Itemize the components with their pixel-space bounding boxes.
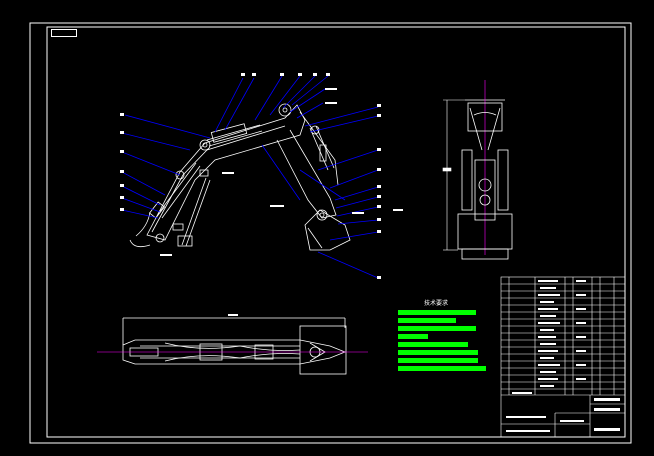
front-view-dimensions	[442, 99, 465, 251]
callout-marks	[120, 73, 403, 279]
leader-lines	[121, 75, 379, 279]
drawing-number-stamp	[51, 29, 77, 37]
parts-list-table	[500, 276, 626, 438]
outer-border	[29, 22, 632, 444]
tech-requirements-title: 技术要求	[424, 300, 449, 307]
front-view	[457, 80, 513, 260]
parts-list-text-marks	[506, 280, 620, 432]
tech-requirement-notes	[398, 310, 486, 371]
side-view	[129, 103, 351, 251]
top-view	[122, 317, 347, 375]
inner-border	[46, 26, 626, 438]
